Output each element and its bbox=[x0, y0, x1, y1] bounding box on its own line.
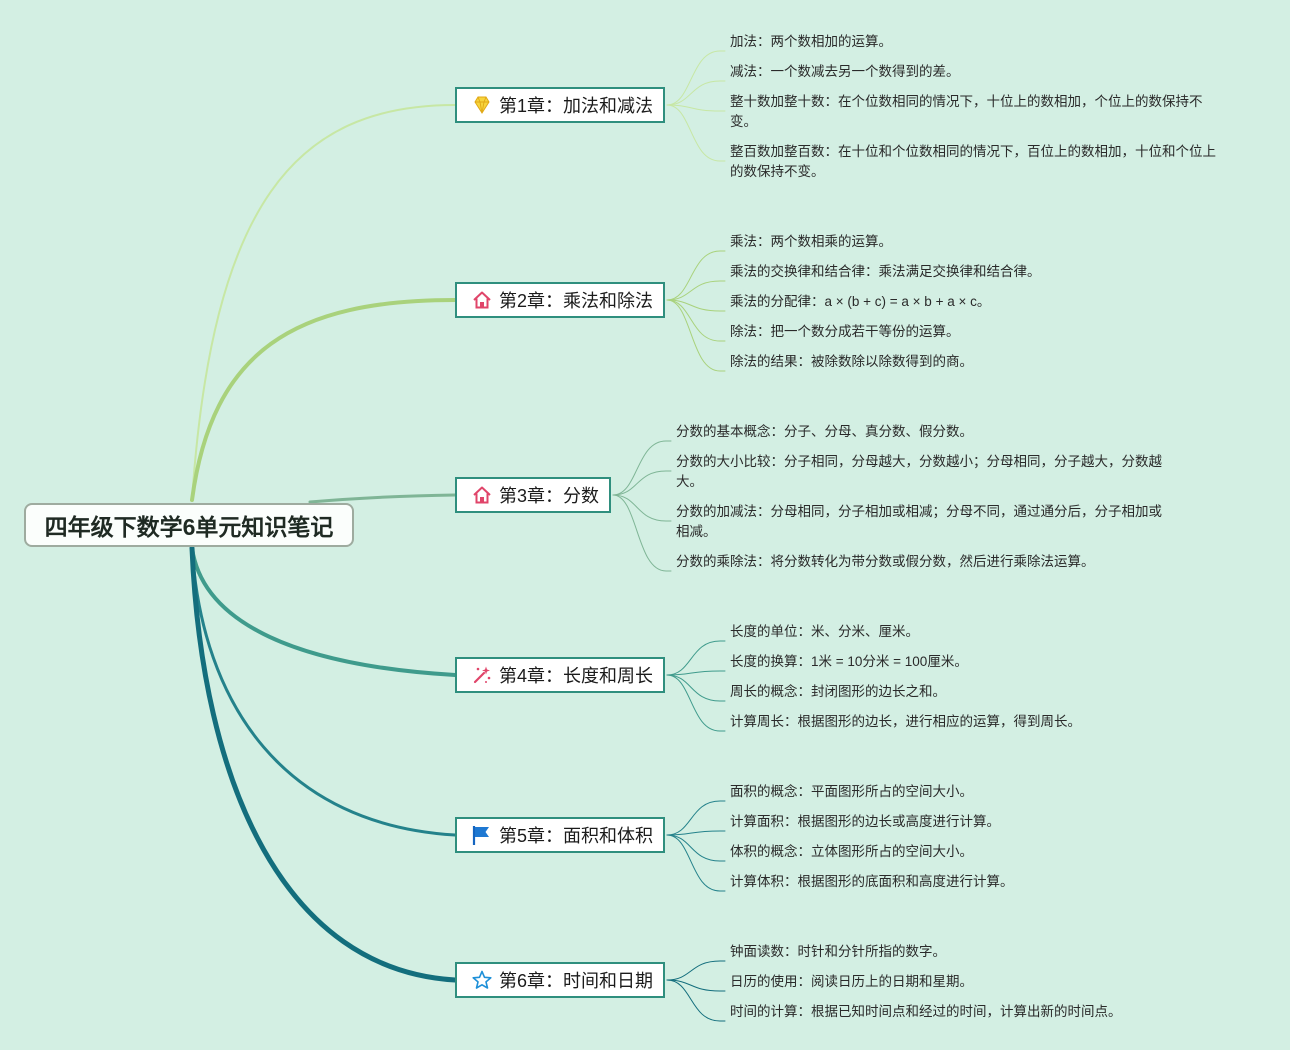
sparkle-wand-icon bbox=[471, 664, 493, 686]
chapter-title: 第6章：时间和日期 bbox=[499, 971, 654, 991]
chapter-topic-3[interactable]: 第3章：分数 bbox=[455, 477, 611, 513]
chapter-topic-1[interactable]: 第1章：加法和减法 bbox=[455, 87, 665, 123]
chapter-topic-4[interactable]: 第4章：长度和周长 bbox=[455, 657, 665, 693]
leaf-topic[interactable]: 计算体积：根据图形的底面积和高度进行计算。 bbox=[730, 874, 1014, 889]
leaf-connector bbox=[666, 299, 726, 372]
leaf-connector bbox=[666, 979, 726, 992]
diamond-icon bbox=[471, 94, 493, 116]
leaf-topic[interactable]: 分数的加减法：分母相同，分子相加或相减；分母不同，通过通分后，分子相加或相减。 bbox=[676, 504, 1162, 539]
root-topic[interactable]: 四年级下数学6单元知识笔记 bbox=[24, 503, 354, 547]
leaf-connector bbox=[666, 674, 726, 702]
leaf-topic[interactable]: 分数的乘除法：将分数转化为带分数或假分数，然后进行乘除法运算。 bbox=[676, 554, 1095, 569]
leaf-topic[interactable]: 乘法：两个数相乘的运算。 bbox=[730, 234, 892, 249]
root-title: 四年级下数学6单元知识笔记 bbox=[44, 514, 334, 540]
chapter-title: 第2章：乘法和除法 bbox=[499, 291, 654, 311]
leaf-topic[interactable]: 除法的结果：被除数除以除数得到的商。 bbox=[730, 354, 973, 369]
leaf-connector bbox=[612, 470, 672, 496]
flag-icon bbox=[471, 824, 493, 846]
leaf-connector bbox=[666, 960, 726, 981]
leaf-topic[interactable]: 长度的单位：米、分米、厘米。 bbox=[730, 624, 919, 639]
leaf-topic[interactable]: 加法：两个数相加的运算。 bbox=[730, 34, 892, 49]
leaf-connector bbox=[666, 50, 726, 106]
leaf-connector bbox=[666, 830, 726, 836]
leaf-connector bbox=[666, 674, 726, 732]
leaf-connector bbox=[666, 104, 726, 112]
leaf-connector bbox=[612, 494, 672, 572]
home-icon bbox=[471, 484, 493, 506]
leaf-topic[interactable]: 分数的基本概念：分子、分母、真分数、假分数。 bbox=[676, 424, 973, 439]
leaf-topic[interactable]: 减法：一个数减去另一个数得到的差。 bbox=[730, 64, 960, 79]
branch-connector bbox=[191, 104, 456, 501]
chapter-topic-2[interactable]: 第2章：乘法和除法 bbox=[455, 282, 665, 318]
leaf-topic[interactable]: 除法：把一个数分成若干等份的运算。 bbox=[730, 324, 960, 339]
leaf-connector bbox=[666, 670, 726, 676]
branch-connector bbox=[189, 545, 458, 983]
chapter-title: 第1章：加法和减法 bbox=[499, 96, 654, 116]
leaf-connector bbox=[666, 280, 726, 301]
star-icon bbox=[471, 969, 493, 991]
branch-connector bbox=[190, 546, 457, 837]
leaf-connector bbox=[666, 834, 726, 862]
leaf-connector bbox=[612, 440, 672, 496]
leaf-topic[interactable]: 分数的大小比较：分子相同，分母越大，分数越小；分母相同，分子越大，分数越大。 bbox=[676, 454, 1162, 489]
leaf-topic[interactable]: 整十数加整十数：在个位数相同的情况下，十位上的数相加，个位上的数保持不变。 bbox=[730, 94, 1203, 129]
leaf-topic[interactable]: 乘法的交换律和结合律：乘法满足交换律和结合律。 bbox=[730, 264, 1041, 279]
leaf-topic[interactable]: 钟面读数：时针和分针所指的数字。 bbox=[730, 944, 946, 959]
leaf-topic[interactable]: 整百数加整百数：在十位和个位数相同的情况下，百位上的数相加，十位和个位上的数保持… bbox=[730, 144, 1216, 179]
leaf-topic[interactable]: 长度的换算：1米 = 10分米 = 100厘米。 bbox=[730, 654, 968, 669]
leaf-connector bbox=[666, 640, 726, 676]
branch-connector bbox=[190, 546, 457, 677]
leaf-connector bbox=[666, 104, 726, 162]
home-icon bbox=[471, 289, 493, 311]
leaf-connector bbox=[666, 250, 726, 301]
leaf-topic[interactable]: 计算周长：根据图形的边长，进行相应的运算，得到周长。 bbox=[730, 714, 1081, 729]
branch-connector bbox=[190, 298, 457, 502]
chapter-topic-6[interactable]: 第6章：时间和日期 bbox=[455, 962, 665, 998]
leaf-connector bbox=[666, 299, 726, 342]
leaf-topic[interactable]: 时间的计算：根据已知时间点和经过的时间，计算出新的时间点。 bbox=[730, 1004, 1122, 1019]
chapter-topic-5[interactable]: 第5章：面积和体积 bbox=[455, 817, 665, 853]
leaf-connector bbox=[666, 800, 726, 836]
leaf-topic[interactable]: 日历的使用：阅读日历上的日期和星期。 bbox=[730, 974, 973, 989]
leaf-topic[interactable]: 乘法的分配律：a × (b + c) = a × b + a × c。 bbox=[730, 294, 991, 309]
leaf-connector bbox=[612, 494, 672, 522]
leaf-topic[interactable]: 面积的概念：平面图形所占的空间大小。 bbox=[730, 784, 973, 799]
leaf-connector bbox=[666, 80, 726, 106]
chapter-title: 第4章：长度和周长 bbox=[499, 666, 654, 686]
chapter-title: 第3章：分数 bbox=[499, 486, 600, 506]
leaf-topic[interactable]: 体积的概念：立体图形所占的空间大小。 bbox=[730, 844, 973, 859]
leaf-connector bbox=[666, 979, 726, 1022]
branch-connector bbox=[308, 493, 457, 504]
leaf-topic[interactable]: 计算面积：根据图形的边长或高度进行计算。 bbox=[730, 814, 1000, 829]
leaf-topic[interactable]: 周长的概念：封闭图形的边长之和。 bbox=[730, 684, 946, 699]
leaf-connector bbox=[666, 299, 726, 312]
leaf-connector bbox=[666, 834, 726, 892]
chapter-title: 第5章：面积和体积 bbox=[499, 826, 654, 846]
